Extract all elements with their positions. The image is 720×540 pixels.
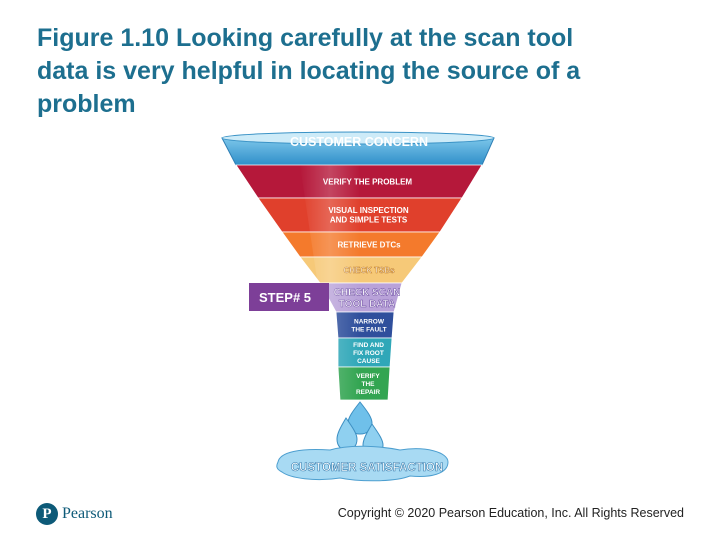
title-line-3: problem: [37, 90, 136, 118]
funnel-band-4-label-1: CHECK TSBs: [343, 266, 395, 275]
funnel-band-7-label-1: FIND AND: [353, 342, 384, 349]
puddle: [276, 445, 449, 482]
funnel-band-8-label-2: THE: [362, 381, 376, 388]
pearson-logo-text: Pearson: [62, 505, 113, 522]
funnel-band-5-label-1: CHECK SCAN: [334, 287, 401, 298]
funnel-band-6-label-1: NARROW: [354, 318, 385, 325]
funnel-band-1-label-1: VERIFY THE PROBLEM: [323, 177, 413, 186]
copyright-text: Copyright © 2020 Pearson Education, Inc.…: [337, 506, 684, 520]
title-line-2: data is very helpful in locating the sou…: [37, 57, 581, 85]
funnel-band-2-label-2: AND SIMPLE TESTS: [330, 216, 408, 225]
bottom-label: CUSTOMER SATISFACTION: [291, 462, 443, 474]
funnel-band-3-label-1: RETRIEVE DTCs: [337, 240, 401, 249]
funnel-band-2-label-1: VISUAL INSPECTION: [328, 206, 409, 215]
funnel-sheen: [300, 165, 360, 400]
step-badge-label: STEP# 5: [259, 290, 311, 305]
water-drops: [336, 401, 384, 457]
funnel-band-8-label-3: REPAIR: [356, 389, 380, 396]
funnel-band-6-label-2: THE FAULT: [351, 326, 386, 333]
top-label: CUSTOMER CONCERN: [290, 135, 428, 149]
title-line-1: Figure 1.10 Looking carefully at the sca…: [37, 24, 574, 52]
funnel-band-5-label-2: TOOL DATA: [339, 299, 395, 310]
pearson-logo-mark: P: [36, 503, 58, 525]
pearson-logo: P Pearson: [36, 502, 113, 526]
page-title: Figure 1.10 Looking carefully at the sca…: [37, 22, 677, 121]
funnel-band-7-label-3: CAUSE: [357, 358, 380, 365]
funnel-band-7-label-2: FIX ROOT: [353, 350, 384, 357]
step-badge: STEP# 5: [249, 283, 329, 311]
funnel-band-8-label-1: VERIFY: [356, 373, 380, 380]
